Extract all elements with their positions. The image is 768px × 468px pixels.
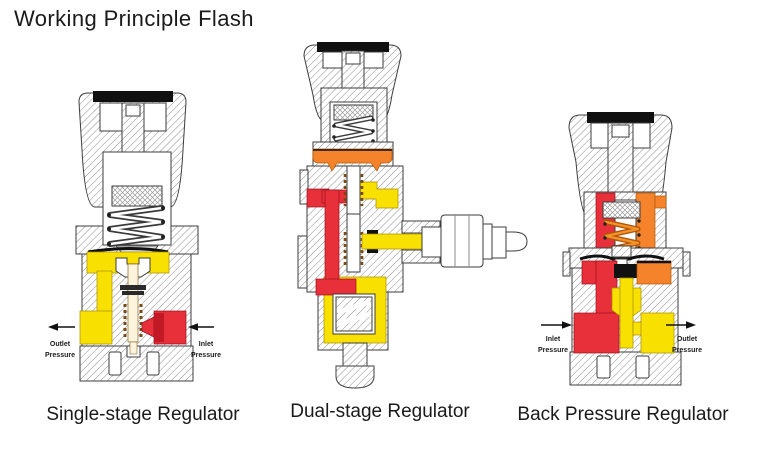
caption-dual-stage: Dual-stage Regulator <box>290 401 470 422</box>
outlet-arrow <box>666 321 696 329</box>
inlet-passage-red <box>573 260 620 354</box>
second-stage-poppet <box>343 213 364 273</box>
diaphragm <box>87 247 169 254</box>
outlet-port <box>79 310 113 345</box>
poppet-assembly <box>115 257 151 343</box>
fitting-tip <box>505 231 528 252</box>
first-stage-poppet <box>343 165 364 215</box>
inlet-arrow <box>188 323 214 331</box>
bottom-fitting <box>335 342 375 389</box>
bonnet <box>320 87 388 143</box>
spring-button <box>111 185 163 207</box>
first-stage-diaphragm <box>312 148 393 172</box>
svg-text:Pressure: Pressure <box>538 347 568 354</box>
svg-text:Pressure: Pressure <box>672 347 702 354</box>
inlet-pressure-label: Inlet <box>546 336 561 343</box>
poppet <box>619 277 634 349</box>
second-stage-piston <box>332 293 376 335</box>
single-stage-diagram: Outlet Pressure Inlet Pressure <box>45 91 221 382</box>
inlet-pressure-label: Inlet <box>199 341 214 348</box>
knob-cap <box>93 91 173 102</box>
interstage-passage-yellow <box>359 181 399 209</box>
inlet-passage-red <box>141 310 187 345</box>
knob-cap <box>587 112 654 123</box>
bonnet <box>583 191 667 257</box>
outlet-port <box>640 312 675 354</box>
inlet-passage-red <box>306 188 357 296</box>
inlet-arrow <box>541 321 572 329</box>
outlet-fitting <box>361 214 528 268</box>
valve-seat <box>614 264 637 278</box>
caption-single-stage: Single-stage Regulator <box>46 404 240 425</box>
outlet-arrow <box>48 323 75 331</box>
outlet-passage-yellow <box>611 277 675 354</box>
outlet-pressure-label: Outlet <box>50 341 71 348</box>
dual-stage-diagram <box>297 42 528 389</box>
mounting-holes <box>596 355 650 379</box>
page-title: Working Principle Flash <box>14 6 254 31</box>
hex-nut <box>440 214 484 268</box>
back-pressure-diagram: Inlet Pressure Outlet Pressure <box>538 112 702 386</box>
caption-back-pressure: Back Pressure Regulator <box>517 404 729 425</box>
reference-chamber-orange <box>636 260 672 285</box>
svg-text:Pressure: Pressure <box>45 352 75 359</box>
inlet-port <box>573 312 620 354</box>
outlet-bore-yellow <box>361 233 423 250</box>
knob-cap <box>317 42 389 52</box>
diaphragm <box>579 245 665 267</box>
range-spring <box>107 205 165 247</box>
spring-button <box>602 201 641 219</box>
outlet-pressure-label: Outlet <box>677 336 698 343</box>
svg-text:Pressure: Pressure <box>191 352 221 359</box>
mounting-holes <box>108 341 160 376</box>
inlet-filter <box>154 313 164 342</box>
bonnet <box>102 151 172 256</box>
range-spring <box>332 115 375 143</box>
